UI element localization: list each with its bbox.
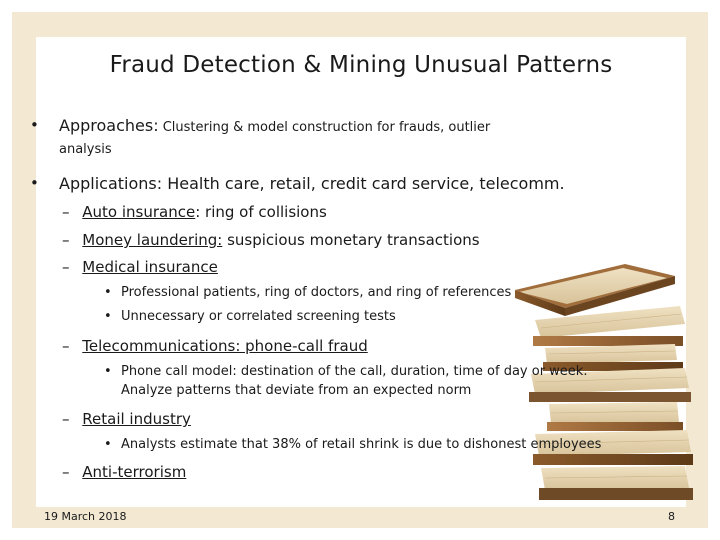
page-number: 8: [668, 510, 675, 523]
sub-item-label: Telecommunications: phone-call fraud: [82, 337, 368, 355]
sub-item-medical-insurance: – Medical insurance: [62, 258, 218, 276]
dash-marker: –: [62, 410, 70, 428]
sub-item-retail-industry: – Retail industry: [62, 410, 191, 428]
dash-marker: –: [62, 258, 70, 276]
sub-item-label: Auto insurance: [82, 203, 196, 221]
dash-marker: –: [62, 463, 70, 481]
bullet-marker: •: [30, 116, 39, 134]
dash-marker: –: [62, 231, 70, 249]
bullet-marker: •: [104, 285, 112, 300]
bullet-approaches-lead: Approaches:: [59, 116, 159, 135]
sub-item-anti-terrorism: – Anti-terrorism: [62, 463, 186, 481]
sub-item-tail: : ring of collisions: [195, 203, 327, 221]
bullet-approaches-text: Clustering & model construction for frau…: [158, 120, 491, 135]
footer-date: 19 March 2018: [44, 510, 127, 523]
bullet-marker: •: [104, 309, 112, 324]
dash-marker: –: [62, 337, 70, 355]
sub-item-label: Money laundering:: [82, 231, 223, 249]
sub-item-telecommunications: – Telecommunications: phone-call fraud: [62, 337, 368, 355]
dash-marker: –: [62, 203, 70, 221]
sub-item-label: Medical insurance: [82, 258, 218, 276]
book-stack-illustration: [515, 264, 693, 500]
detail-medical-2: Unnecessary or correlated screening test…: [121, 309, 396, 324]
bullet-approaches: Approaches: Clustering & model construct…: [59, 116, 490, 135]
bullet-approaches-continued: analysis: [59, 142, 112, 157]
detail-retail-1: Analysts estimate that 38% of retail shr…: [121, 437, 602, 452]
detail-telecom-1: Phone call model: destination of the cal…: [121, 364, 588, 379]
bullet-marker: •: [104, 364, 112, 379]
sub-item-label: Anti-terrorism: [82, 463, 187, 481]
bullet-marker: •: [30, 174, 39, 192]
bullet-marker: •: [104, 437, 112, 452]
sub-item-tail: suspicious monetary transactions: [222, 231, 480, 249]
sub-item-money-laundering: – Money laundering: suspicious monetary …: [62, 231, 480, 249]
bullet-applications: Applications: Health care, retail, credi…: [59, 174, 565, 193]
detail-medical-1: Professional patients, ring of doctors, …: [121, 285, 512, 300]
slide-title: Fraud Detection & Mining Unusual Pattern…: [109, 52, 613, 78]
sub-item-label: Retail industry: [82, 410, 191, 428]
sub-item-auto-insurance: – Auto insurance: ring of collisions: [62, 203, 327, 221]
detail-telecom-2: Analyze patterns that deviate from an ex…: [121, 383, 472, 398]
